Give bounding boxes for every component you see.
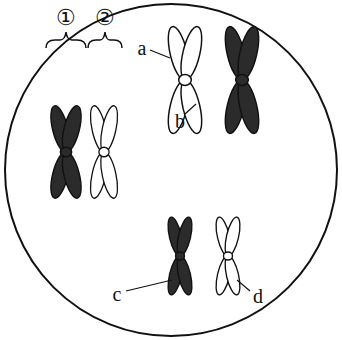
white-chromosome [164,25,206,136]
brace [46,32,86,48]
leader-line [237,280,250,291]
cell-membrane [5,4,337,336]
brace [88,32,122,48]
white-chromosome [213,216,243,297]
callout-number: ① [56,7,76,29]
dark-chromosome [47,104,85,200]
dark-chromosome [221,25,263,136]
leader-line [126,280,172,291]
dark-chromosome [165,216,195,297]
part-label: a [138,38,147,58]
part-label: b [175,111,185,131]
leader-line [150,50,170,58]
part-label: c [113,284,122,304]
white-chromosome [87,104,121,200]
part-label: d [253,286,263,306]
callout-number: ② [95,7,115,29]
leader-line [185,104,196,114]
